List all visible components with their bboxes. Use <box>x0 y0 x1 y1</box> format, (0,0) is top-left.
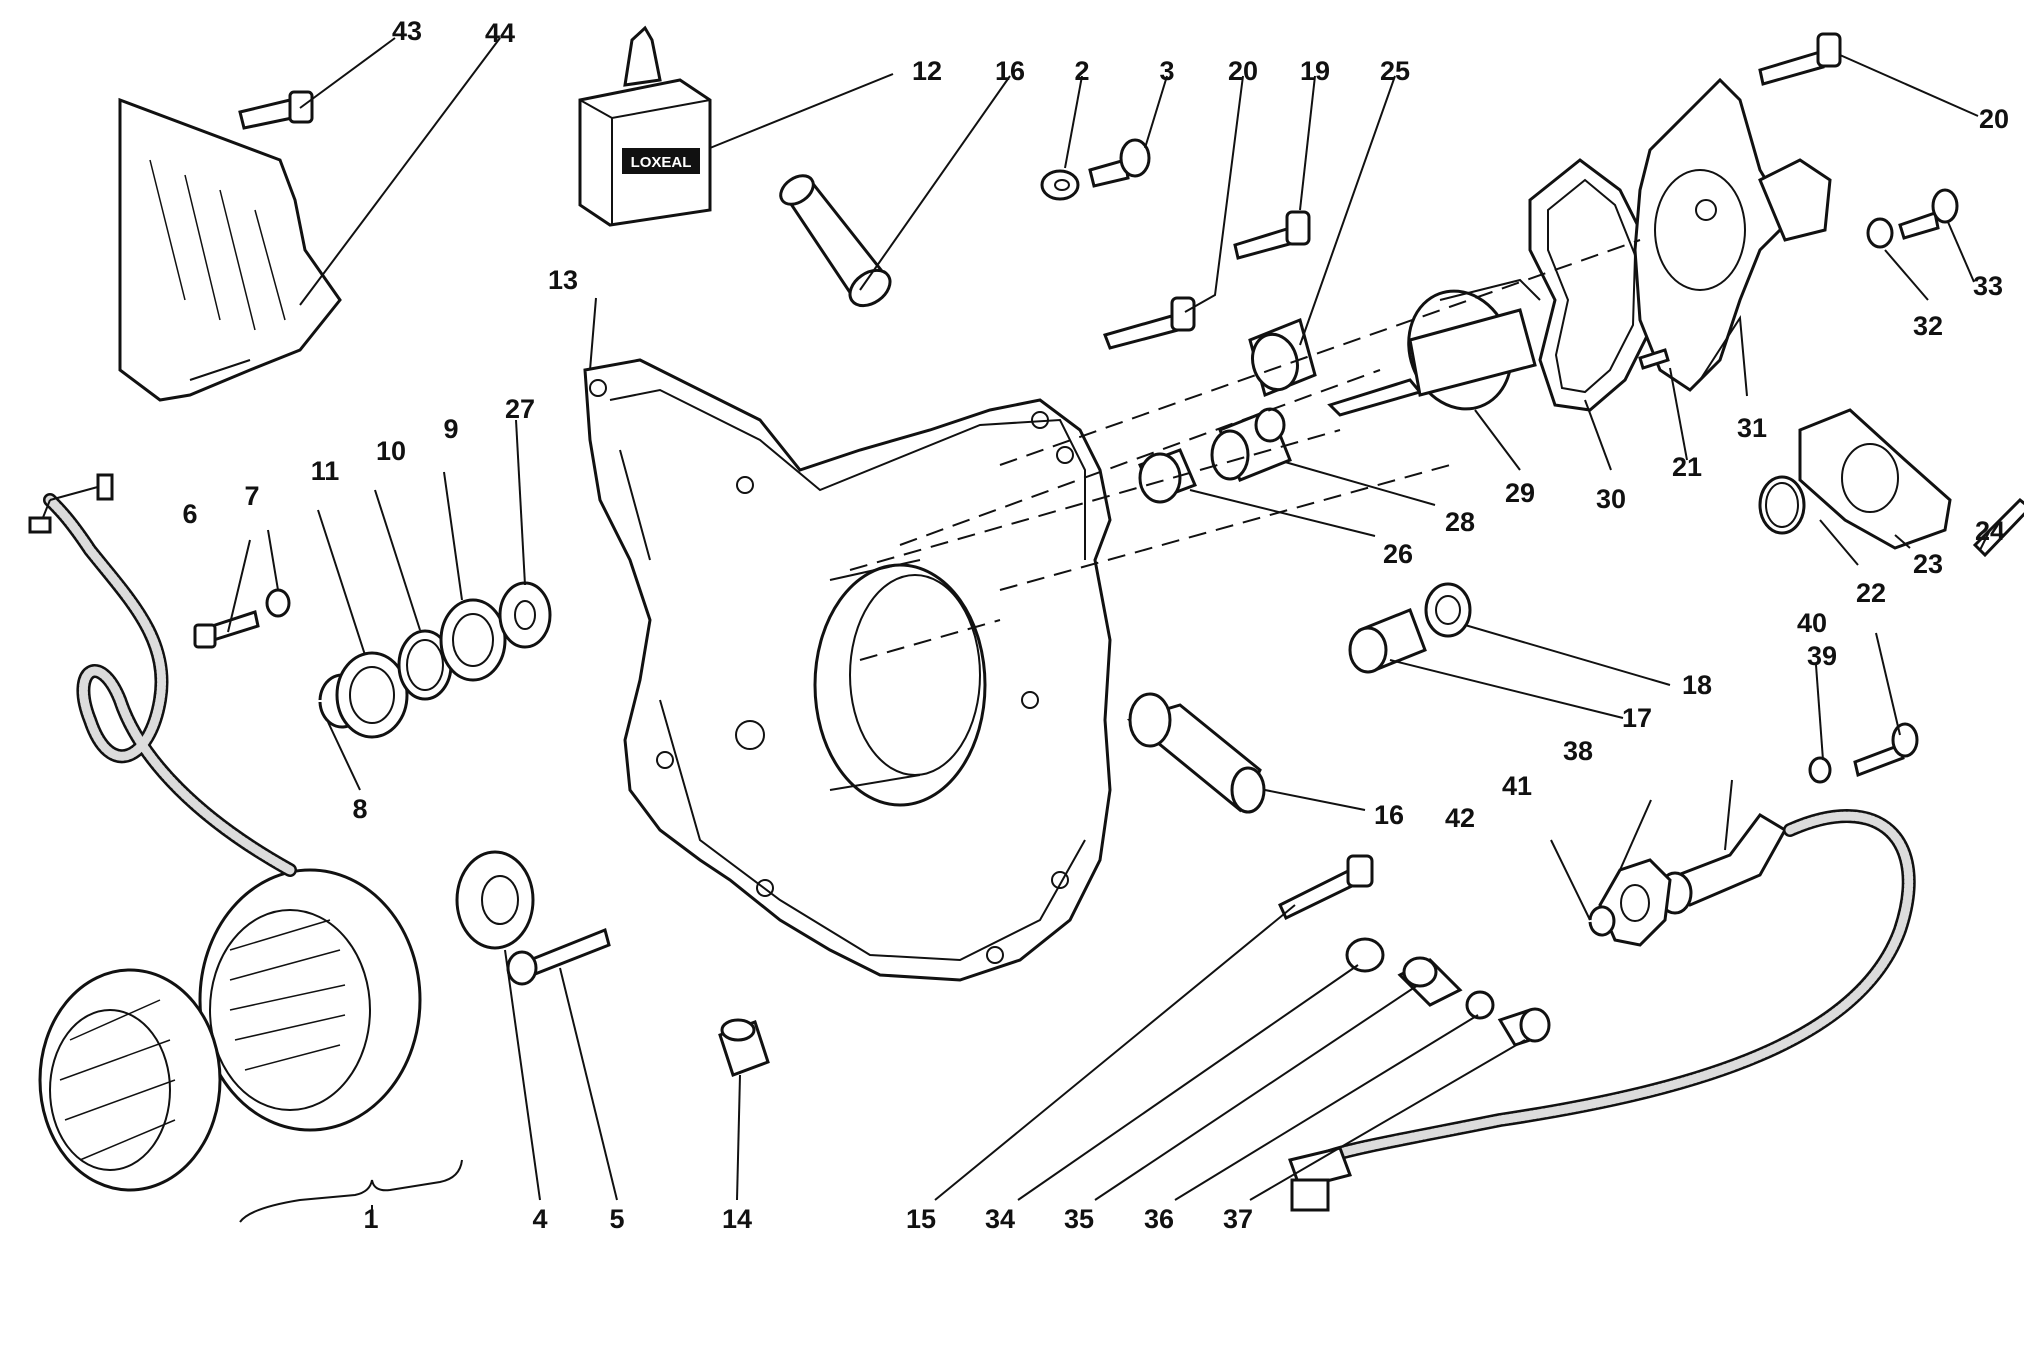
o-ring-part-22 <box>1758 475 1806 535</box>
screw-part-5 <box>506 927 611 986</box>
pump-cover-part-31 <box>1633 77 1832 392</box>
callout-label-43: 43 <box>392 16 422 46</box>
washer-part-7 <box>265 588 291 618</box>
callout-label-16-top: 16 <box>995 56 1025 86</box>
callout-label-12: 12 <box>912 56 942 86</box>
callout-label-4: 4 <box>532 1204 547 1234</box>
gasket-part-41 <box>1598 858 1672 947</box>
pin-part-21 <box>1638 348 1670 370</box>
callout-label-19: 19 <box>1300 56 1330 86</box>
sprocket-cover-part <box>118 97 342 402</box>
callout-labels: 1 2 3 4 5 6 7 8 9 10 11 12 13 14 15 16 1… <box>182 16 2009 1234</box>
screw-part-43 <box>238 90 314 130</box>
callout-label-22: 22 <box>1856 578 1886 608</box>
generator-cover-part <box>583 358 1112 982</box>
washer-part-32 <box>1866 217 1894 249</box>
callout-label-24: 24 <box>1975 516 2005 546</box>
callout-label-8: 8 <box>352 794 367 824</box>
washer-part-34 <box>1345 937 1385 973</box>
callout-label-9: 9 <box>443 414 458 444</box>
callout-label-29: 29 <box>1505 478 1535 508</box>
washer-part-27 <box>498 581 552 649</box>
callout-label-34: 34 <box>985 1204 1015 1234</box>
pickup-sensor-part-38 <box>1657 813 1788 915</box>
bottle-brand-text: LOXEAL <box>631 154 692 171</box>
washer-part-39 <box>1808 756 1832 784</box>
callout-label-30: 30 <box>1596 484 1626 514</box>
callout-label-11: 11 <box>311 456 340 486</box>
sensor-cable <box>1288 809 1916 1212</box>
callout-label-3: 3 <box>1159 56 1174 86</box>
callout-label-28: 28 <box>1445 507 1475 537</box>
callout-label-14: 14 <box>722 1204 752 1234</box>
callout-label-39: 39 <box>1807 641 1837 671</box>
assembly-axis-lines <box>849 239 1641 661</box>
generator-stator-part <box>198 868 422 1132</box>
bearing-part-11 <box>335 651 409 739</box>
callout-label-41: 41 <box>1502 771 1532 801</box>
callout-label-36: 36 <box>1144 1204 1174 1234</box>
callout-label-25: 25 <box>1380 56 1410 86</box>
callout-label-40: 40 <box>1797 608 1827 638</box>
callout-label-17: 17 <box>1622 703 1652 733</box>
screw-part-40 <box>1853 722 1919 778</box>
sensor-part-35 <box>1397 956 1463 1007</box>
callout-label-2: 2 <box>1074 56 1089 86</box>
leader-lines <box>227 37 1991 1210</box>
callout-label-42: 42 <box>1445 803 1475 833</box>
seal-part-28 <box>1210 407 1292 482</box>
screw-part-24 <box>1972 497 2024 558</box>
callout-label-38: 38 <box>1563 736 1593 766</box>
callout-label-31: 31 <box>1737 413 1767 443</box>
callout-label-23: 23 <box>1913 549 1943 579</box>
screw-part-20-right <box>1758 32 1842 86</box>
callout-label-6: 6 <box>182 499 197 529</box>
washer-part-2 <box>1040 169 1080 201</box>
callout-label-15: 15 <box>906 1204 936 1234</box>
generator-rotor-part <box>38 968 222 1192</box>
spacer-part-26 <box>1138 448 1197 504</box>
screw-part-15 <box>1278 854 1374 921</box>
callout-label-20-right: 20 <box>1979 104 2009 134</box>
assembly-brace <box>239 1159 463 1223</box>
callout-label-26: 26 <box>1383 539 1413 569</box>
callout-label-32: 32 <box>1913 311 1943 341</box>
screw-part-6 <box>193 610 260 649</box>
bushing-part-25 <box>1248 317 1317 398</box>
callout-label-7: 7 <box>244 481 259 511</box>
pipe-fitting-upper-part <box>779 174 892 308</box>
screw-part-33 <box>1898 188 1959 240</box>
callout-label-5: 5 <box>609 1204 624 1234</box>
screw-part-20-left <box>1103 296 1196 350</box>
bushing-part-17 <box>1348 608 1427 674</box>
callout-label-16-bottom: 16 <box>1374 800 1404 830</box>
callout-label-33: 33 <box>1973 271 2003 301</box>
callout-label-35: 35 <box>1064 1204 1094 1234</box>
o-ring-part-42 <box>1588 905 1616 937</box>
bearing-part-18 <box>1424 582 1472 638</box>
callout-label-10: 10 <box>376 436 406 466</box>
loxeal-bottle-part: LOXEAL <box>578 25 712 227</box>
callout-label-37: 37 <box>1223 1204 1253 1234</box>
pipe-fitting-lower-part <box>1126 692 1266 814</box>
bearing-part-9 <box>439 598 507 682</box>
callout-label-18: 18 <box>1682 670 1712 700</box>
dowel-part-14 <box>718 1018 770 1077</box>
generator-wire-harness <box>28 473 297 877</box>
gasket-part-30 <box>1528 158 1652 412</box>
washer-part-36 <box>1465 990 1495 1020</box>
screw-part-3 <box>1088 138 1151 188</box>
screw-part-19 <box>1233 210 1311 260</box>
callout-label-13: 13 <box>548 265 578 295</box>
bearing-part-4 <box>455 850 535 950</box>
plug-part-37 <box>1497 1007 1551 1047</box>
callout-label-21: 21 <box>1672 452 1702 482</box>
flange-part-23 <box>1798 408 1952 550</box>
callout-label-20-top: 20 <box>1228 56 1258 86</box>
callout-label-1: 1 <box>363 1204 378 1234</box>
callout-label-27: 27 <box>505 394 535 424</box>
impeller-shaft-part-29 <box>1327 278 1541 417</box>
callout-label-44: 44 <box>485 18 515 48</box>
